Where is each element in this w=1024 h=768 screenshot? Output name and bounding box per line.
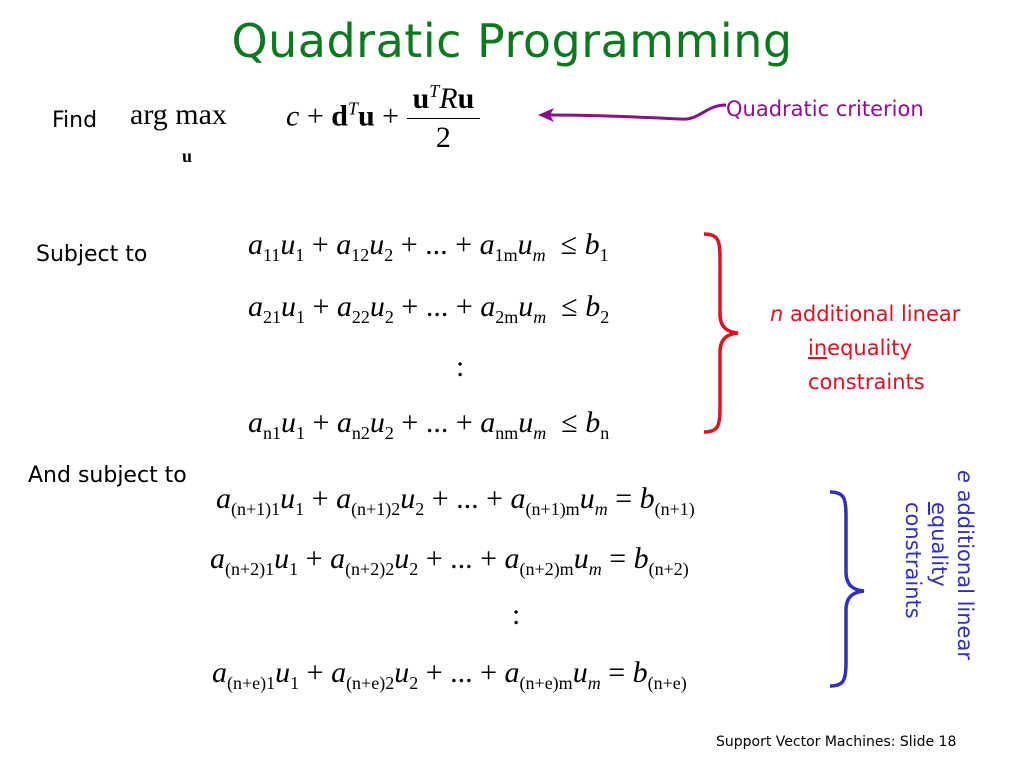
eq-row-e: a(n+e)1u1 + a(n+e)2u2 + ... + a(n+e)mum … bbox=[212, 656, 687, 693]
ineq-row-1: a11u1 + a12u2 + ... + a1mum ≤ b1 bbox=[248, 228, 609, 265]
ineq-vdots: : bbox=[456, 350, 465, 383]
slide-title: Quadratic Programming bbox=[231, 14, 793, 68]
ineq-row-2: a21u1 + a22u2 + ... + a2mum ≤ b2 bbox=[248, 290, 610, 327]
criterion-arrow-icon bbox=[538, 103, 727, 122]
criterion-note: Quadratic criterion bbox=[726, 97, 924, 121]
equality-brace-icon bbox=[829, 490, 865, 688]
inequality-brace-icon bbox=[703, 232, 739, 434]
eq-vdots: : bbox=[512, 598, 521, 631]
argmax-operator: arg max bbox=[130, 98, 227, 131]
eq-row-2: a(n+2)1u1 + a(n+2)2u2 + ... + a(n+2)mum … bbox=[210, 542, 689, 579]
equality-note: e additional linear equality constraints bbox=[901, 470, 977, 660]
slide-footer: Support Vector Machines: Slide 18 bbox=[716, 734, 957, 750]
subject-to-label: Subject to bbox=[36, 242, 148, 267]
ineq-row-n: an1u1 + an2u2 + ... + anmum ≤ bn bbox=[248, 406, 610, 443]
argmax-variable: u bbox=[182, 146, 193, 166]
eq-row-1: a(n+1)1u1 + a(n+1)2u2 + ... + a(n+1)mum … bbox=[216, 482, 695, 519]
find-label: Find bbox=[52, 108, 98, 133]
objective-expression: c + dTu + uTRu 2 bbox=[286, 82, 481, 155]
inequality-note: n additional linear inequality constrain… bbox=[770, 302, 961, 394]
and-subject-to-label: And subject to bbox=[28, 463, 187, 488]
quadratic-fraction: uTRu 2 bbox=[406, 82, 481, 155]
